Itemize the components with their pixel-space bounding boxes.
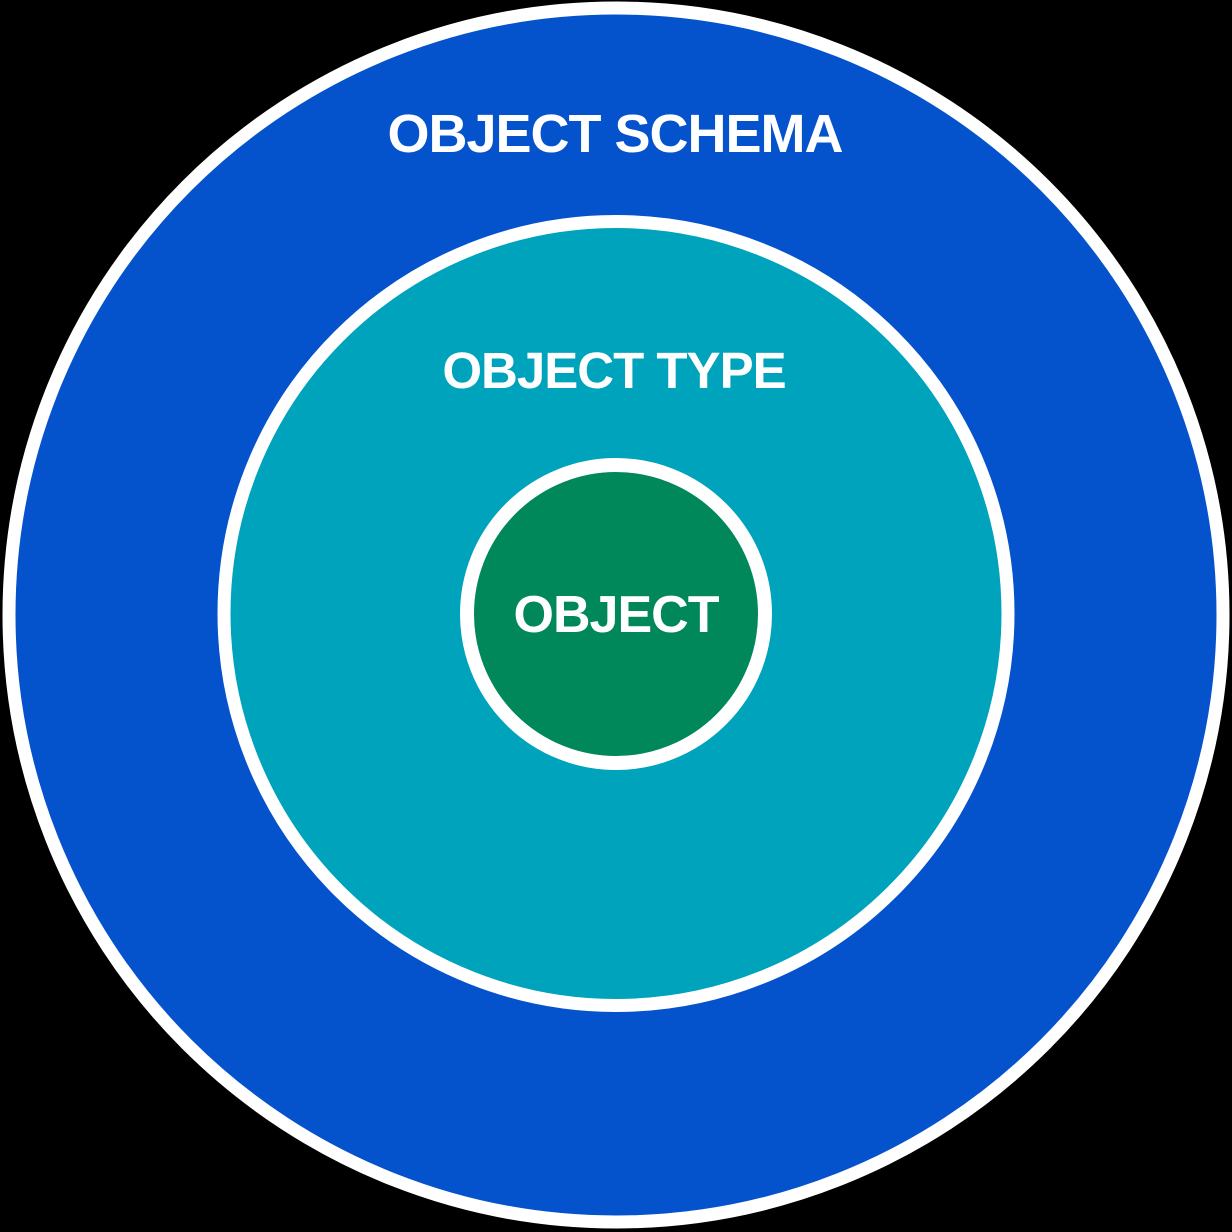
object-schema-label: OBJECT SCHEMA [387,104,842,164]
object-circle [460,458,772,770]
object-type-label: OBJECT TYPE [442,342,785,399]
object-label: OBJECT [514,586,720,644]
